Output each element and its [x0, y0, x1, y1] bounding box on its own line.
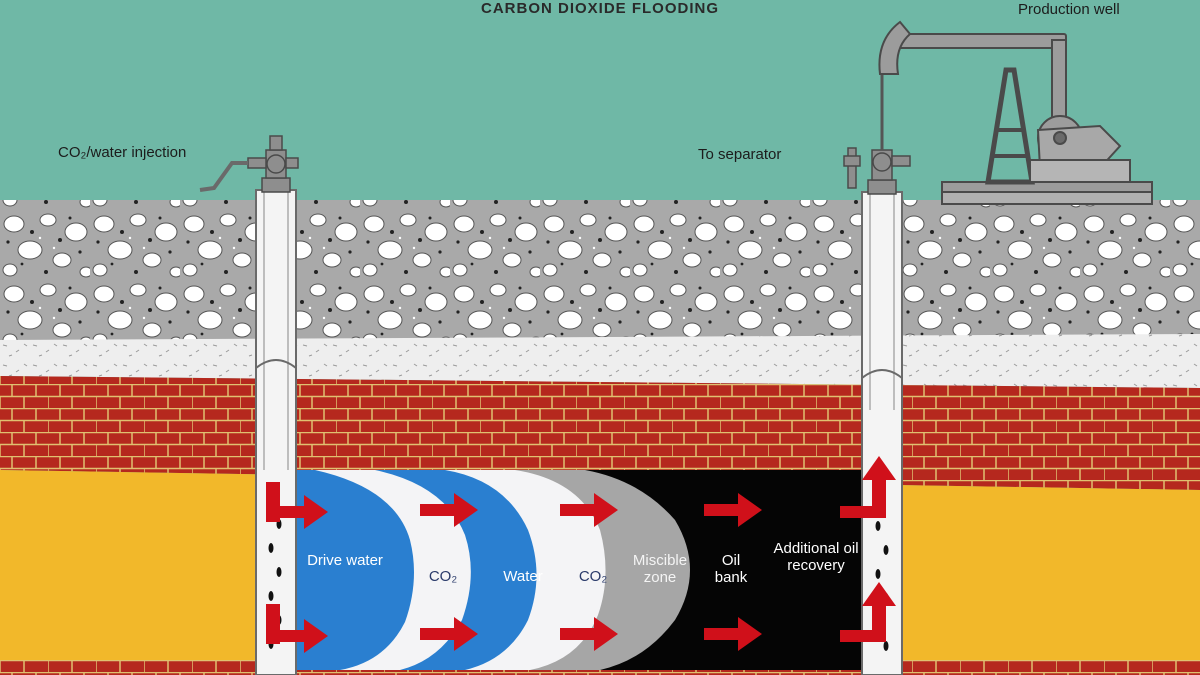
zone-label-additional: Additional oil recovery	[773, 540, 859, 574]
zone-label-oil-bank: Oil bank	[714, 552, 748, 586]
production-wellhead-icon	[843, 66, 911, 195]
zone-label-co2-b: CO₂	[578, 568, 608, 585]
flood-zones	[295, 470, 865, 670]
production-well-label: Production well	[1018, 1, 1120, 18]
zone-label-miscible: Miscible zone	[632, 552, 688, 586]
zone-label-water: Water	[503, 568, 543, 585]
flow-arrows	[266, 456, 896, 653]
inject-arrow-upper	[266, 482, 328, 529]
pump-jack-icon	[878, 20, 1153, 205]
drive-water-zone-shape	[295, 470, 414, 670]
injection-label: CO₂/water injection	[58, 144, 187, 161]
gravel-layer	[0, 200, 1200, 342]
production-arrow-upper	[840, 456, 896, 518]
injection-wellhead-icon	[199, 135, 299, 193]
zone-label-drive-water: Drive water	[307, 552, 383, 569]
injection-well	[255, 189, 297, 675]
separator-label: To separator	[698, 146, 782, 163]
diagram-title: CARBON DIOXIDE FLOODING	[480, 0, 719, 17]
zone-label-co2-a: CO₂	[428, 568, 458, 585]
inject-arrow-lower	[266, 604, 328, 653]
production-arrow-lower	[840, 582, 896, 642]
